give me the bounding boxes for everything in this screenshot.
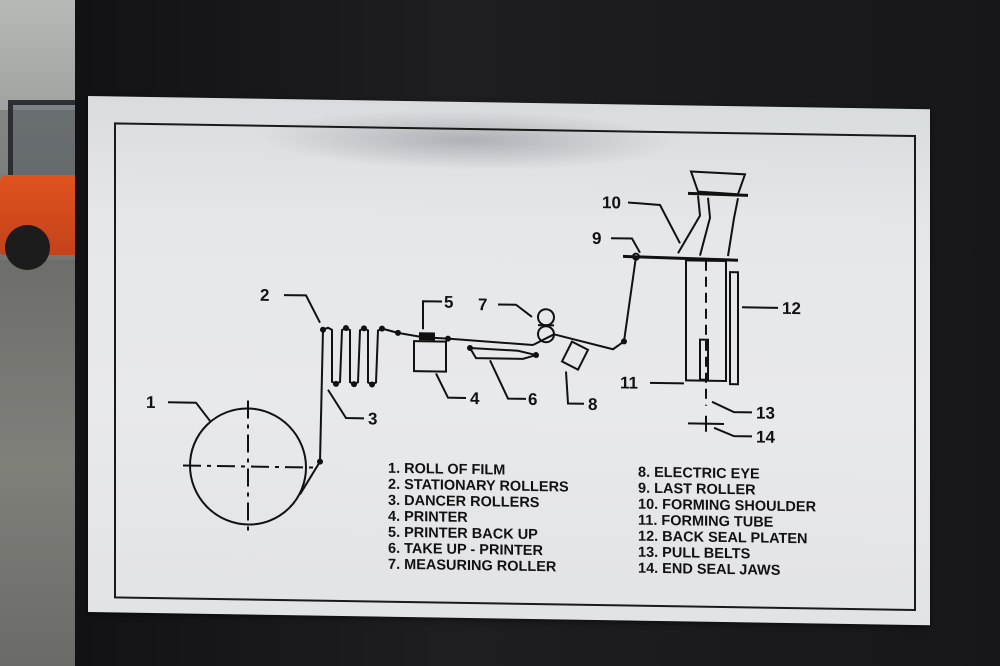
callout-8: 8 (588, 395, 597, 414)
back-seal-platen-shape (729, 271, 739, 386)
leader-4 (435, 373, 466, 399)
leader-2 (284, 294, 321, 324)
leader-9 (611, 237, 641, 254)
callout-3: 3 (368, 409, 377, 428)
callout-2: 2 (260, 286, 269, 305)
printer-back-up-shape (419, 332, 435, 341)
leader-14 (713, 426, 752, 438)
callout-12: 12 (782, 299, 801, 318)
pull-belts-shape (699, 338, 709, 381)
legend-right: 8. ELECTRIC EYE 9. LAST ROLLER 10. FORMI… (638, 465, 816, 580)
leader-12 (742, 306, 778, 309)
diagram-plate: 1 2 3 4 5 6 7 8 9 10 11 12 13 14 1. ROLL… (88, 96, 930, 626)
callout-10: 10 (602, 193, 621, 212)
printer-shape (413, 340, 447, 373)
leader-11 (650, 381, 684, 385)
legend-left: 1. ROLL OF FILM 2. STATIONARY ROLLERS 3.… (388, 461, 569, 576)
electric-eye-shape (560, 340, 590, 372)
forming-shoulder-left (677, 195, 702, 254)
film-path-diagram: 1 2 3 4 5 6 7 8 9 10 11 12 13 14 (146, 170, 801, 531)
film-web-3 (447, 337, 534, 346)
take-up-loop-top (469, 347, 537, 357)
last-roller-bar (622, 254, 739, 262)
callout-4: 4 (470, 389, 480, 408)
take-up-loop-bottom (469, 347, 537, 360)
dancer-zigzag (322, 326, 399, 386)
leader-8 (565, 371, 584, 405)
leader-5 (422, 300, 442, 330)
forklift-wheel (5, 225, 50, 270)
callout-7: 7 (478, 295, 487, 314)
leader-1 (168, 401, 211, 422)
film-web-4 (532, 333, 555, 346)
callout-11: 11 (620, 373, 638, 392)
leader-7 (498, 303, 533, 318)
leader-13 (711, 400, 752, 414)
leader-3 (327, 389, 364, 420)
forming-shoulder-right (727, 197, 739, 257)
measuring-roller-bottom (537, 325, 555, 344)
film-web-5 (553, 256, 637, 351)
callout-6: 6 (528, 390, 537, 409)
roll-axis-h (183, 464, 313, 469)
forming-shoulder-inner (699, 197, 712, 256)
callout-1: 1 (146, 393, 155, 412)
callout-13: 13 (756, 403, 775, 422)
film-web-1 (299, 329, 324, 495)
leader-10 (627, 201, 681, 244)
roller-dots (317, 325, 627, 465)
legend-item: 7. MEASURING ROLLER (388, 556, 557, 576)
hopper-top (689, 170, 747, 196)
last-roller (632, 252, 640, 261)
legend-item: 14. END SEAL JAWS (638, 560, 781, 579)
callout-9: 9 (592, 229, 601, 248)
leader-6 (489, 359, 526, 400)
measuring-roller-top (537, 308, 555, 327)
callout-5: 5 (444, 293, 453, 312)
hopper-rim (687, 191, 749, 197)
callout-14: 14 (756, 427, 775, 446)
